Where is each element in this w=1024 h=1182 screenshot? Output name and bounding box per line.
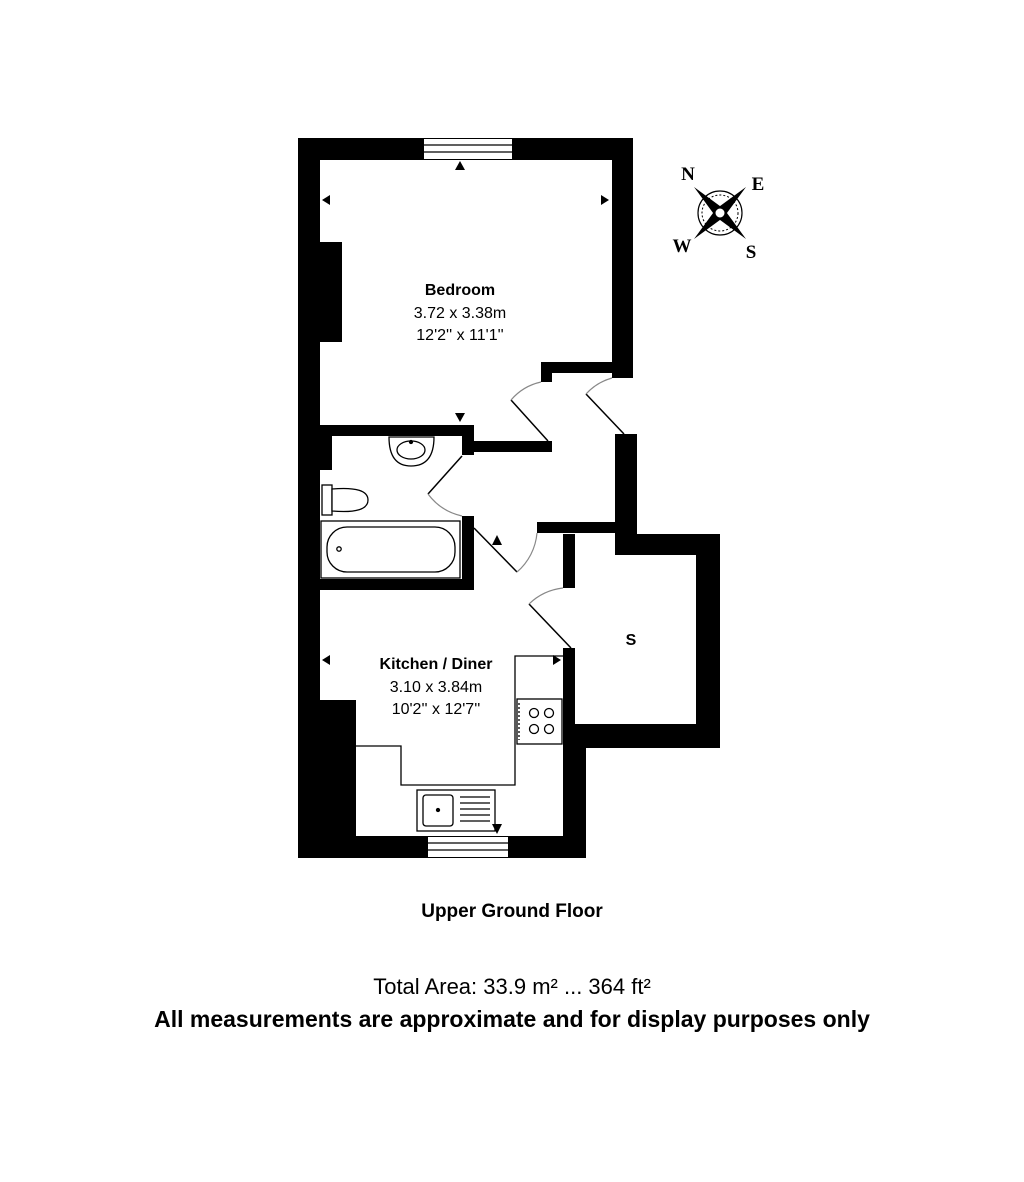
- wall-outer-left: [298, 138, 320, 858]
- wall-bath-top: [320, 425, 474, 436]
- wall-kitchen-right-lower: [563, 740, 586, 858]
- storage-label: S: [626, 632, 637, 649]
- wall-storage-left-lower: [563, 648, 575, 748]
- kitchen-label: Kitchen / Diner: [380, 656, 493, 673]
- compass-west-label: W: [673, 236, 692, 257]
- wall-bath-right: [462, 516, 474, 590]
- bath-icon: [320, 520, 461, 579]
- kitchen-metric: 3.10 x 3.84m: [390, 679, 483, 696]
- wardrobe: [320, 242, 342, 342]
- doors: [427, 377, 625, 649]
- hob-icon: [516, 698, 563, 745]
- bedroom-metric: 3.72 x 3.38m: [414, 305, 507, 322]
- bath-fixtures: [320, 436, 461, 579]
- wall-bath-top-corner: [462, 425, 474, 455]
- arrow-left-icon: [322, 655, 330, 665]
- window-bottom: [428, 837, 508, 857]
- wall-hall-bottom: [537, 522, 637, 533]
- windows: [424, 139, 512, 857]
- arrow-right-icon: [553, 655, 561, 665]
- wall-storage-top: [615, 534, 720, 555]
- worktop-outline: [356, 655, 563, 786]
- bedroom-imperial: 12'2'' x 11'1'': [416, 327, 503, 344]
- compass-icon: [694, 187, 746, 239]
- kitchen-tall-unit: [320, 700, 356, 836]
- wall-hall-right: [615, 434, 637, 555]
- wall-storage-left-upper: [563, 534, 575, 588]
- kitchen-imperial: 10'2'' x 12'7'': [392, 701, 481, 718]
- kitchen-fixtures: [356, 655, 563, 832]
- window-top: [424, 139, 512, 159]
- compass-north-label: N: [681, 164, 695, 185]
- floor-label: Upper Ground Floor: [421, 901, 603, 922]
- bedroom-label: Bedroom: [425, 282, 495, 299]
- arrow-up-icon: [492, 535, 502, 545]
- wall-hall-top: [541, 362, 633, 373]
- arrow-down-icon: [455, 413, 465, 422]
- wall-bath-bottom: [320, 579, 474, 590]
- disclaimer: All measurements are approximate and for…: [154, 1006, 870, 1032]
- sink-icon: [416, 789, 496, 832]
- wall-bedroom-right: [612, 138, 633, 378]
- compass-south-label: S: [746, 242, 757, 263]
- wall-bath-left-block: [320, 436, 332, 470]
- total-area: Total Area: 33.9 m² ... 364 ft²: [373, 974, 651, 999]
- arrow-right-icon: [601, 195, 609, 205]
- arrow-left-icon: [322, 195, 330, 205]
- wall-storage-bottom: [563, 724, 720, 748]
- toilet-icon: [321, 484, 333, 516]
- wall-storage-right: [696, 534, 720, 748]
- measurement-markers: [322, 161, 609, 834]
- compass-east-label: E: [752, 174, 765, 195]
- arrow-down-icon: [492, 824, 502, 834]
- arrow-up-icon: [455, 161, 465, 170]
- wall-bath-hall-top: [474, 441, 552, 452]
